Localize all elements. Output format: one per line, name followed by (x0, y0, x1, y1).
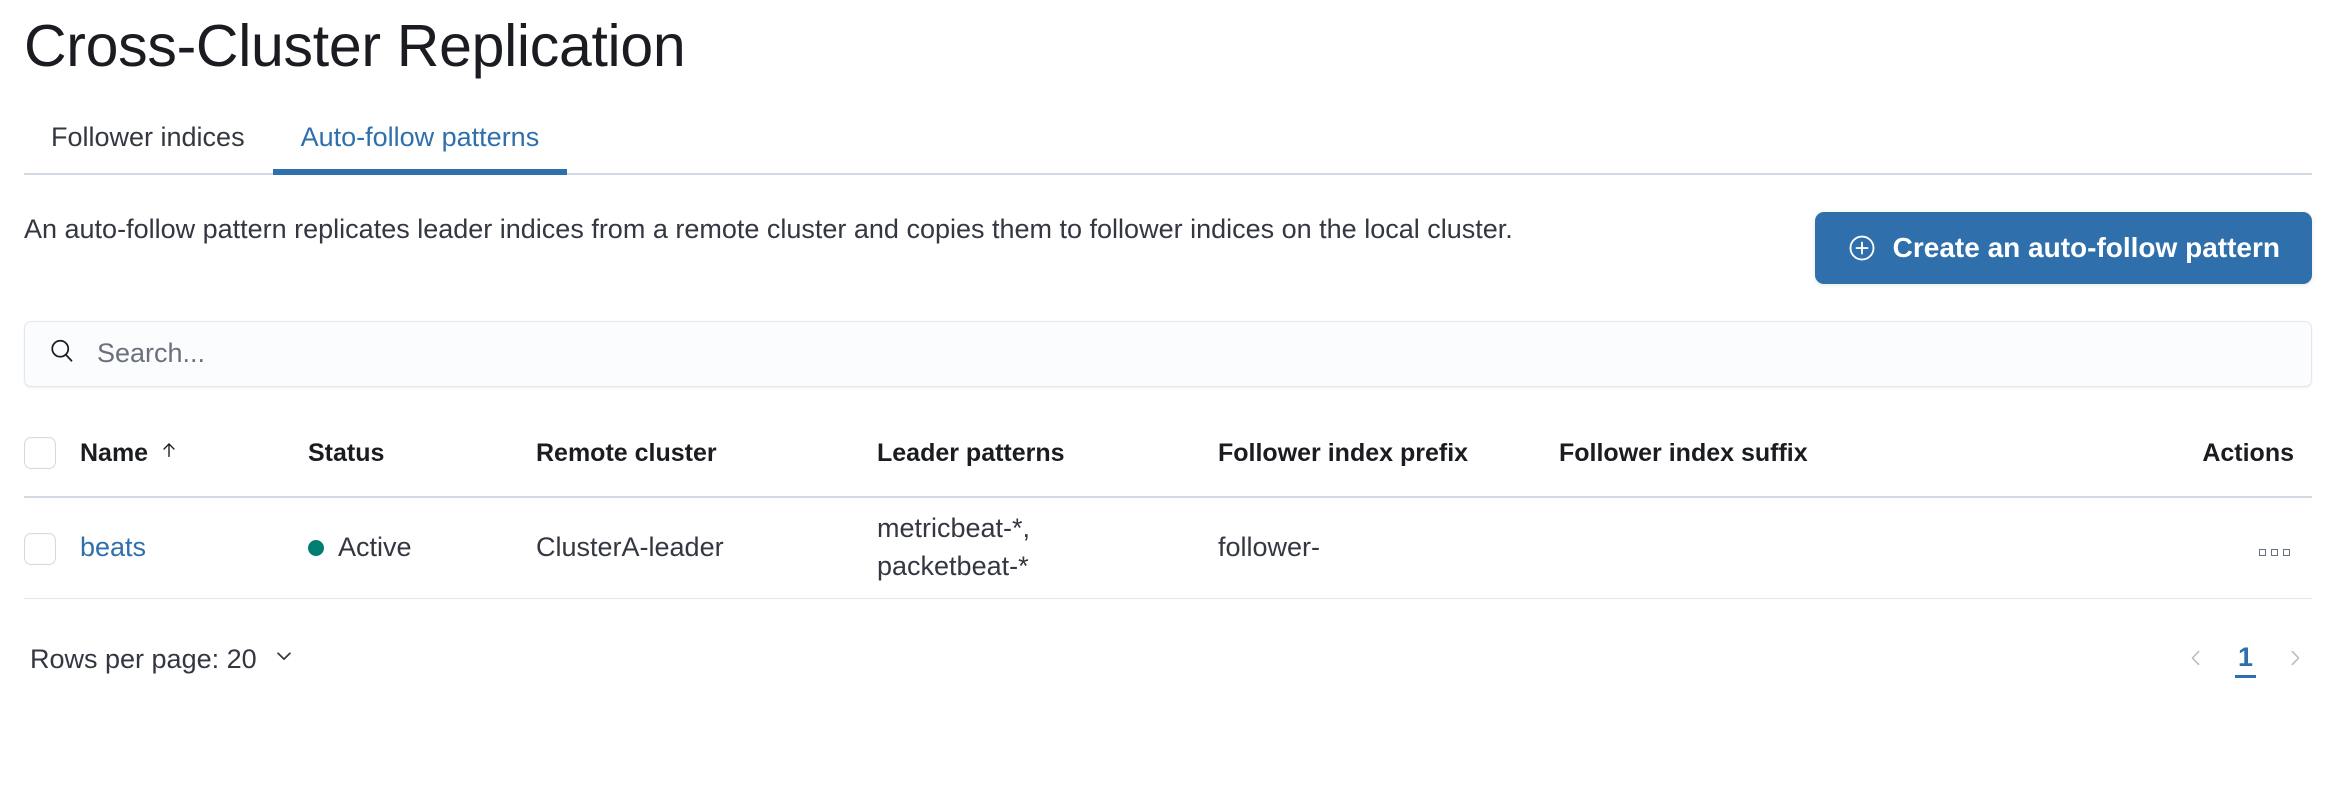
table-header: Name Status Remote cluster Leade (24, 410, 2312, 498)
column-header-remote-cluster[interactable]: Remote cluster (536, 410, 877, 498)
tab-label: Auto-follow patterns (300, 121, 540, 152)
status-dot-icon (308, 540, 324, 557)
tab-follower-indices[interactable]: Follower indices (24, 121, 273, 173)
auto-follow-patterns-table: Name Status Remote cluster Leade (24, 410, 2312, 600)
pagination-next-button[interactable] (2278, 642, 2312, 676)
row-checkbox[interactable] (24, 533, 56, 566)
column-header-label: Leader patterns (877, 438, 1065, 467)
page-title: Cross-Cluster Replication (24, 13, 686, 79)
column-header-name[interactable]: Name (80, 410, 308, 498)
tab-auto-follow-patterns[interactable]: Auto-follow patterns (272, 121, 568, 175)
page-description: An auto-follow pattern replicates leader… (24, 213, 1513, 244)
column-header-status[interactable]: Status (308, 410, 536, 498)
cell-leader-patterns: metricbeat-*, packetbeat-* (877, 496, 1218, 600)
select-all-checkbox[interactable] (24, 437, 56, 470)
chevron-down-icon (271, 643, 297, 676)
table-header-row: Name Status Remote cluster Leade (24, 410, 2312, 498)
column-header-label: Follower index suffix (1559, 438, 1808, 467)
column-header-label: Status (308, 438, 385, 467)
tab-label: Follower indices (51, 121, 245, 152)
pagination: 1 (2179, 641, 2312, 678)
column-header-label: Follower index prefix (1218, 438, 1469, 467)
pagination-page-1[interactable]: 1 (2234, 641, 2256, 678)
cell-follower-index-suffix (1559, 496, 1979, 600)
more-actions-icon[interactable] (2253, 543, 2296, 562)
arrow-up-icon (158, 439, 180, 468)
plus-in-circle-icon (1847, 233, 1877, 263)
column-header-leader-patterns[interactable]: Leader patterns (877, 410, 1218, 498)
table-footer: Rows per page: 20 1 (24, 631, 2312, 687)
rows-per-page-selector[interactable]: Rows per page: 20 (24, 642, 303, 677)
chevron-right-icon (2283, 646, 2307, 673)
pagination-previous-button[interactable] (2179, 642, 2213, 676)
search-bar[interactable] (24, 320, 2312, 387)
column-header-label: Remote cluster (536, 438, 717, 467)
status-label: Active (338, 532, 412, 563)
pattern-name-link[interactable]: beats (80, 532, 147, 563)
cell-status: Active (308, 496, 536, 600)
select-all-header (24, 410, 80, 498)
chevron-left-icon (2184, 646, 2208, 673)
cell-name: beats (80, 496, 308, 600)
cell-remote-cluster: ClusterA-leader (536, 496, 877, 600)
column-header-label: Name (80, 438, 149, 467)
create-button-label: Create an auto-follow pattern (1892, 231, 2280, 263)
search-input[interactable] (95, 321, 2289, 386)
create-auto-follow-pattern-button[interactable]: Create an auto-follow pattern (1814, 211, 2312, 284)
row-select-cell (24, 496, 80, 600)
rows-per-page-label: Rows per page: 20 (30, 643, 257, 674)
cell-actions (1979, 496, 2312, 600)
column-header-actions: Actions (1979, 410, 2312, 498)
column-header-follower-index-suffix[interactable]: Follower index suffix (1559, 410, 1979, 498)
tab-bar: Follower indices Auto-follow patterns (24, 113, 2312, 175)
column-header-follower-index-prefix[interactable]: Follower index prefix (1218, 410, 1559, 498)
search-icon (47, 336, 77, 371)
table-row: beats Active ClusterA-leader metricbeat-… (24, 496, 2312, 600)
description-row: An auto-follow pattern replicates leader… (24, 210, 2312, 284)
cell-follower-index-prefix: follower- (1218, 496, 1559, 600)
column-header-label: Actions (2202, 438, 2294, 467)
table-body: beats Active ClusterA-leader metricbeat-… (24, 496, 2312, 600)
